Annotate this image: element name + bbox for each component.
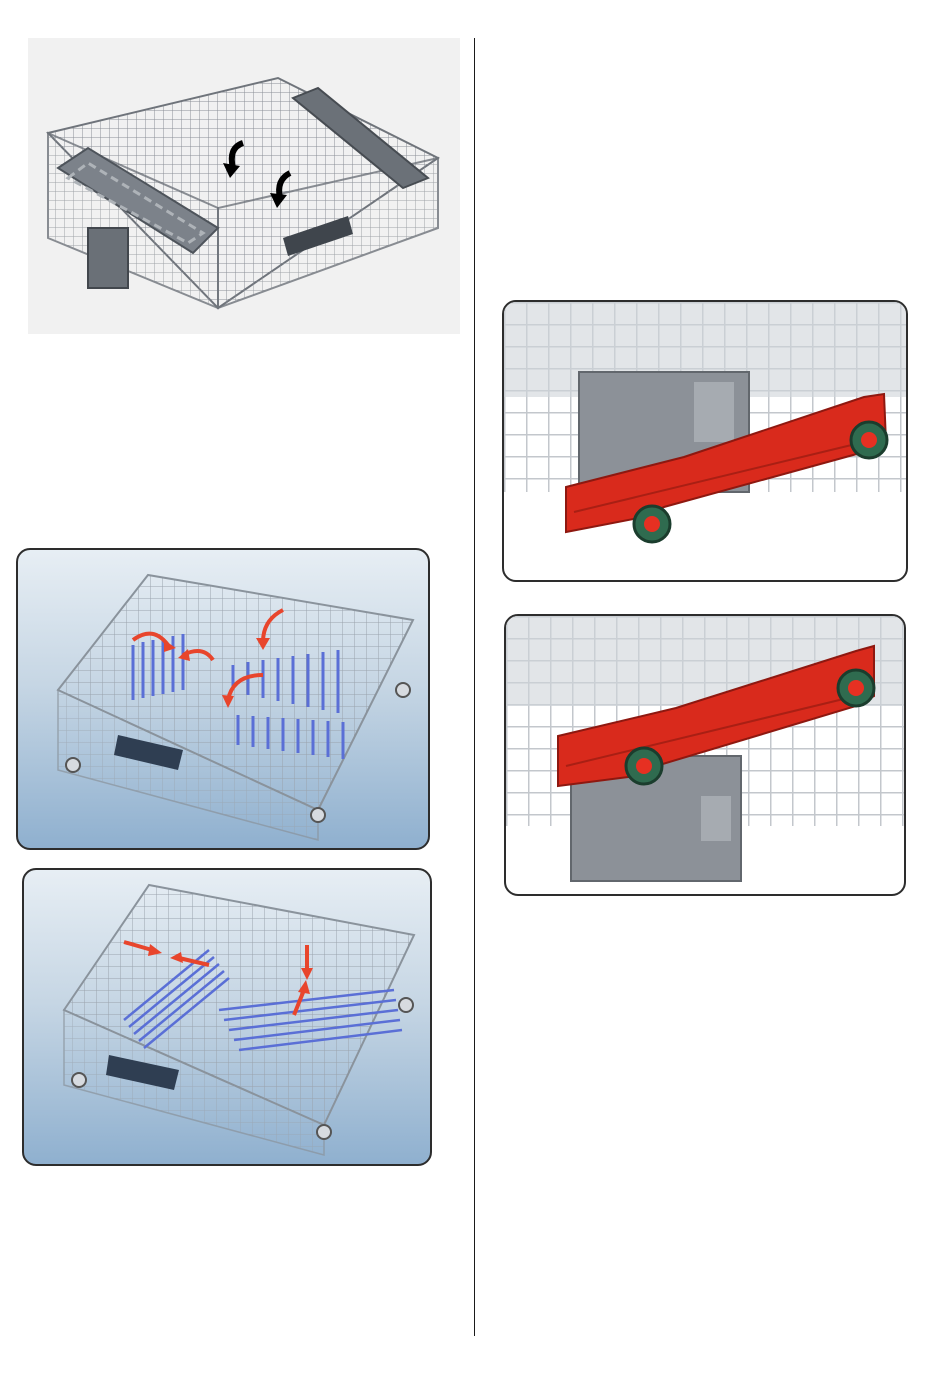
upper-basket-rack-icon — [28, 38, 460, 334]
height-adjuster-lowered-icon — [504, 302, 906, 580]
figure-lower-basket-folded — [22, 868, 432, 1166]
column-divider — [474, 38, 475, 1336]
figure-height-adjuster-raised — [504, 614, 906, 896]
figure-upper-basket — [28, 38, 460, 334]
lower-basket-upright-icon — [18, 550, 428, 848]
figure-lower-basket-upright — [16, 548, 430, 850]
figure-height-adjuster-lowered — [502, 300, 908, 582]
lower-basket-folded-icon — [24, 870, 430, 1164]
height-adjuster-raised-icon — [506, 616, 904, 894]
